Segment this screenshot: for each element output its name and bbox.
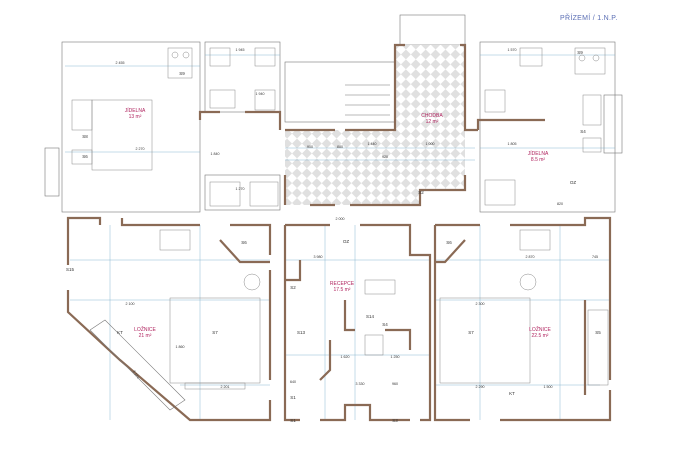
tag-label: OZ — [343, 239, 350, 244]
tag-label: S7 — [468, 330, 474, 335]
dimension-texts: 1 945 2 455 1 940 1 570 2 270 1 805 920 … — [116, 48, 599, 389]
room-name: RECEPCE — [330, 281, 355, 287]
room-area: 13 m² — [129, 114, 142, 120]
dimension-value: 1 440 — [368, 142, 377, 146]
dimension-value: 1 000 — [426, 142, 435, 146]
dimension-value: 1 570 — [508, 48, 517, 52]
tag-label: KT — [509, 391, 515, 396]
walls — [66, 43, 612, 422]
dimension-value: 880 — [337, 145, 343, 149]
tag-label: KT — [117, 330, 123, 335]
tag-label: S2 — [290, 285, 296, 290]
dimension-value: 1 940 — [256, 92, 265, 96]
dimension-value: 2 870 — [526, 255, 535, 259]
room-name: JÍDELNA — [125, 107, 146, 114]
dimension-value: 1 805 — [508, 142, 517, 146]
room-area: 8.5 m² — [531, 157, 546, 163]
room-area: 22.5 m² — [532, 333, 549, 339]
tag-label: S9 — [577, 50, 583, 55]
dimension-value: 1 840 — [211, 152, 220, 156]
dimension-value: 3 980 — [314, 255, 323, 259]
room-area: 12 m² — [426, 119, 439, 125]
dimension-value: 820 — [557, 202, 563, 206]
dimension-value: 920 — [382, 155, 388, 159]
dimension-value: 2 455 — [116, 61, 125, 65]
tag-label: S6 — [82, 154, 88, 159]
dimension-value: 900 — [307, 145, 313, 149]
room-area: 17.5 m² — [334, 287, 351, 293]
dimension-value: 2 000 — [336, 217, 345, 221]
dimension-value: 2 201 — [221, 385, 230, 389]
dimension-value: 1 860 — [176, 345, 185, 349]
tag-label: S15 — [66, 267, 75, 272]
room-name: JÍDELNA — [528, 150, 549, 157]
dimension-value: 3 330 — [356, 382, 365, 386]
dimension-value: 640 — [290, 380, 296, 384]
tag-label: S13 — [297, 330, 306, 335]
room-name: CHODBA — [421, 113, 443, 119]
tag-label: S4 — [580, 129, 586, 134]
tag-label: S1 — [290, 395, 296, 400]
tag-label: S14 — [366, 314, 375, 319]
dimension-value: 1 250 — [391, 355, 400, 359]
dimension-value: 3 174 — [132, 370, 140, 380]
dimension-value: 2 300 — [476, 302, 485, 306]
tag-label: S6 — [446, 240, 452, 245]
furniture — [71, 47, 609, 411]
room-name: LOŽNICE — [134, 325, 156, 333]
dimension-value: 1 270 — [236, 187, 245, 191]
tag-label: OZ — [570, 180, 577, 185]
dimension-value: 2 270 — [136, 147, 145, 151]
tag-label: S9 — [179, 71, 185, 76]
dimension-value: 960 — [392, 382, 398, 386]
tag-label: S4 — [382, 322, 388, 327]
dimension-value: 745 — [592, 255, 598, 259]
room-labels: JÍDELNA 13 m² CHODBA 12 m² JÍDELNA 8.5 m… — [125, 107, 552, 339]
dimension-value: 1 620 — [341, 355, 350, 359]
floor-title: PŘÍZEMÍ / 1.N.P. — [560, 15, 618, 22]
dimension-value: 1 945 — [236, 48, 245, 52]
element-tags: S9 S8 S6 S6 S15 KT S7 S7 S2 S2 S13 S14 S… — [66, 50, 601, 423]
dimension-lines — [65, 54, 615, 420]
dimension-value: 2 290 — [476, 385, 485, 389]
room-area: 21 m² — [139, 333, 152, 339]
corridor-tiles — [285, 45, 465, 205]
tag-label: S1 — [290, 418, 296, 423]
dimension-value: 1 500 — [544, 385, 553, 389]
dimension-value: 2 100 — [126, 302, 135, 306]
tag-label: S2 — [418, 190, 424, 195]
tag-label: S8 — [82, 134, 88, 139]
room-name: LOŽNICE — [529, 325, 551, 333]
tag-label: S3 — [392, 418, 398, 423]
tag-label: S6 — [241, 240, 247, 245]
tag-label: S7 — [212, 330, 218, 335]
tag-label: S5 — [595, 330, 601, 335]
